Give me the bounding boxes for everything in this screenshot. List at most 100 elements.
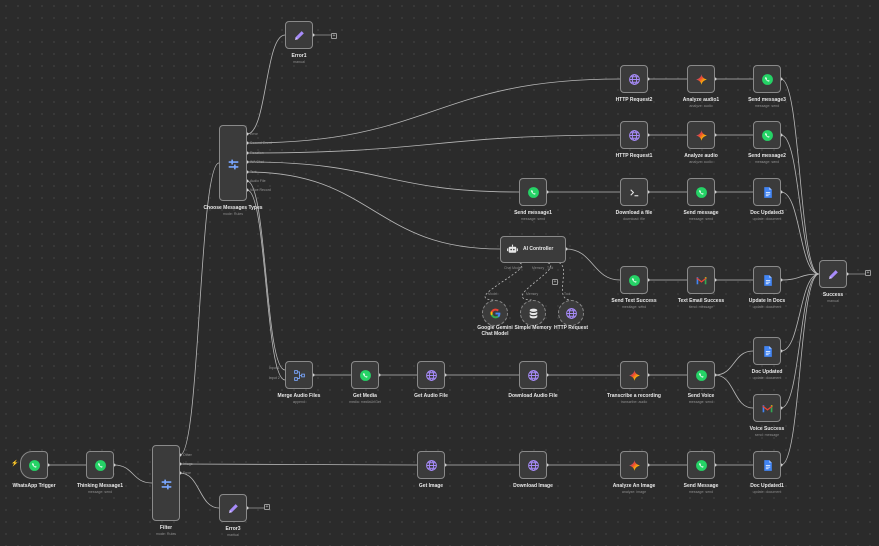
node-label: Send Message [683, 483, 719, 489]
node-error3[interactable] [219, 494, 247, 522]
globe-icon [559, 301, 583, 325]
node-subtitle: append [293, 400, 305, 404]
output-label: Second Event [250, 140, 272, 145]
connection[interactable] [246, 171, 501, 250]
connection[interactable] [565, 248, 621, 281]
connection[interactable] [780, 273, 820, 409]
output-label: Audio File [250, 178, 266, 183]
node-subtitle: transcribe: audio [620, 400, 648, 404]
node-subtitle: manual [293, 60, 305, 64]
globe-icon [418, 362, 444, 388]
sub-connection[interactable] [485, 261, 522, 301]
node-download-audio-file[interactable] [519, 361, 547, 389]
node-subtitle: message: send [87, 490, 113, 494]
connection[interactable] [780, 191, 820, 275]
connection[interactable] [246, 34, 286, 135]
node-send-text-success[interactable] [620, 266, 648, 294]
node-transcribe[interactable] [620, 361, 648, 389]
node-http-request1[interactable] [620, 121, 648, 149]
whatsapp-icon [352, 362, 378, 388]
node-send-message2[interactable] [753, 121, 781, 149]
sub-connection[interactable] [521, 261, 552, 301]
output-label: Voice Record [250, 187, 271, 192]
node-send-message[interactable] [687, 178, 715, 206]
node-choose-types[interactable] [219, 125, 247, 201]
output-label: WA Chat [250, 159, 264, 164]
node-subtitle: manual [227, 533, 239, 537]
sub-connection[interactable] [554, 261, 572, 301]
node-text-email-success[interactable] [687, 266, 715, 294]
node-http-request[interactable] [558, 300, 584, 326]
gemini-icon [621, 452, 647, 478]
node-download-file[interactable] [620, 178, 648, 206]
node-update-in-docs[interactable] [753, 266, 781, 294]
node-label: Doc Updated1 [750, 483, 784, 489]
connection[interactable] [780, 273, 820, 352]
pencil-icon [220, 495, 246, 521]
add-node-button[interactable]: + [264, 504, 270, 510]
node-thinking-message[interactable] [86, 451, 114, 479]
gmail-icon [688, 267, 714, 293]
connection[interactable] [246, 78, 621, 144]
node-analyze-audio[interactable] [687, 121, 715, 149]
connection[interactable] [780, 134, 820, 275]
connection[interactable] [780, 273, 820, 281]
connection[interactable] [179, 463, 418, 466]
node-label: AI Controller [523, 246, 554, 252]
connection[interactable] [780, 273, 820, 466]
node-analyze-audio1[interactable] [687, 65, 715, 93]
node-send-voice[interactable] [687, 361, 715, 389]
connection[interactable] [246, 161, 520, 193]
node-merge-audio[interactable] [285, 361, 313, 389]
node-label: Google Gemini Chat Model [477, 325, 513, 337]
node-subtitle: mode: Rules [222, 212, 244, 216]
add-tool-button[interactable]: + [552, 279, 558, 285]
node-label: Download Audio File [508, 393, 558, 399]
node-success[interactable] [819, 260, 847, 288]
node-whatsapp-trigger[interactable] [20, 451, 48, 479]
database-icon [521, 301, 545, 325]
node-label: Choose Messages Types [203, 205, 263, 211]
node-label: Get Image [418, 483, 444, 489]
connection[interactable] [179, 472, 220, 509]
connection[interactable] [246, 134, 621, 154]
add-node-button[interactable]: + [331, 33, 337, 39]
connection[interactable] [246, 180, 286, 371]
node-label: Analyze An Image [612, 483, 656, 489]
node-send-message-img[interactable] [687, 451, 715, 479]
connection[interactable] [113, 464, 153, 484]
add-node-button[interactable]: + [865, 270, 871, 276]
node-download-image[interactable] [519, 451, 547, 479]
node-http-request2[interactable] [620, 65, 648, 93]
node-analyze-image[interactable] [620, 451, 648, 479]
node-simple-memory[interactable] [520, 300, 546, 326]
connection[interactable] [246, 189, 286, 381]
output-label: Error [250, 131, 258, 136]
node-filter[interactable] [152, 445, 180, 521]
node-label: Send Voice [687, 393, 715, 399]
gemini-icon [688, 122, 714, 148]
whatsapp-icon [520, 179, 546, 205]
node-get-image[interactable] [417, 451, 445, 479]
node-subtitle: update: document [752, 490, 782, 494]
node-gemini-model[interactable] [482, 300, 508, 326]
node-send-message3[interactable] [753, 65, 781, 93]
gmail-icon [754, 395, 780, 421]
node-ai-controller[interactable]: AI Controller [500, 236, 566, 263]
node-get-audio-file[interactable] [417, 361, 445, 389]
whatsapp-icon [688, 452, 714, 478]
connection[interactable] [179, 162, 220, 456]
node-voice-success[interactable] [753, 394, 781, 422]
node-subtitle: message: send [621, 305, 647, 309]
node-error1[interactable] [285, 21, 313, 49]
whatsapp-icon [21, 452, 47, 478]
connection[interactable] [714, 374, 754, 409]
connection[interactable] [714, 350, 754, 376]
node-get-media[interactable] [351, 361, 379, 389]
connection[interactable] [780, 78, 820, 275]
node-send-message1[interactable] [519, 178, 547, 206]
node-doc-updated1[interactable] [753, 451, 781, 479]
node-doc-updated[interactable] [753, 337, 781, 365]
node-doc-updated3[interactable] [753, 178, 781, 206]
